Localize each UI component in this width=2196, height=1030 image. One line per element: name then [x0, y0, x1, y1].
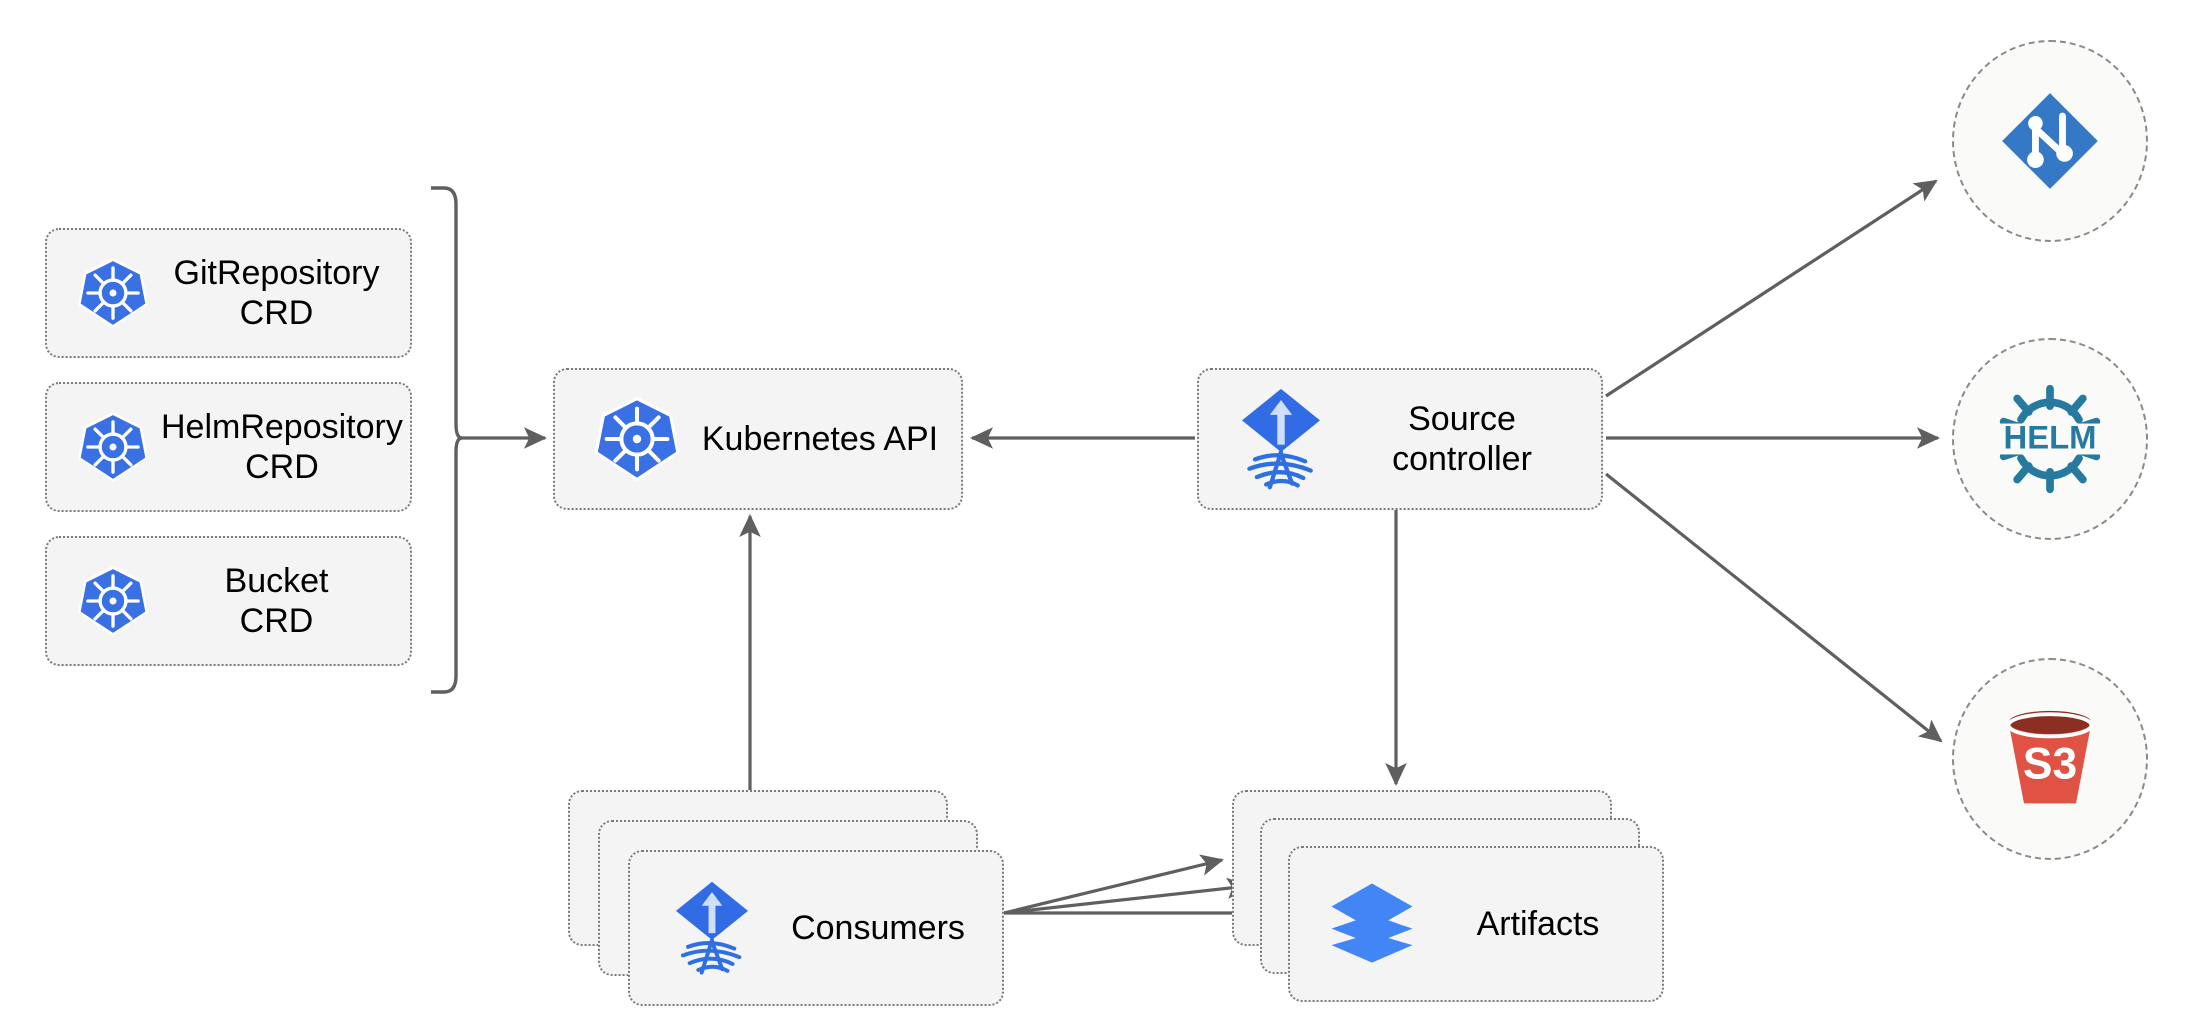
- endpoint-helm[interactable]: HELM: [1952, 338, 2148, 540]
- flux-icon: [1225, 387, 1337, 491]
- edge-consumers-to-artifacts-mid: [1003, 877, 1250, 915]
- crd-card-gitrepository[interactable]: GitRepository CRD: [45, 228, 412, 358]
- node-label: Kubernetes API: [701, 419, 939, 458]
- crd-card-bucket[interactable]: Bucket CRD: [45, 536, 412, 666]
- edge-consumers-to-artifacts-top: [1003, 854, 1224, 915]
- kubernetes-icon: [581, 393, 693, 485]
- node-label: Source controller: [1392, 399, 1532, 478]
- git-icon: [1998, 89, 2102, 193]
- endpoint-git[interactable]: [1952, 40, 2148, 242]
- s3-wordmark: S3: [2023, 739, 2077, 788]
- kubernetes-icon: [65, 255, 161, 331]
- s3-icon: S3: [1997, 703, 2103, 815]
- endpoint-s3[interactable]: S3: [1952, 658, 2148, 860]
- crd-label: HelmRepository CRD: [161, 407, 403, 486]
- crd-label: Bucket CRD: [224, 561, 329, 640]
- crd-card-helmrepository[interactable]: HelmRepository CRD: [45, 382, 412, 512]
- crd-group-bracket: [431, 186, 463, 694]
- helm-icon: HELM: [1992, 383, 2108, 495]
- edge-source-controller-to-s3: [1605, 472, 1943, 743]
- layers-icon: [1316, 878, 1428, 970]
- crd-label: GitRepository CRD: [173, 253, 380, 332]
- helm-wordmark: HELM: [2004, 419, 2097, 456]
- edge-source-controller-to-git: [1605, 179, 1938, 398]
- node-consumers[interactable]: Consumers: [628, 850, 1004, 1006]
- node-label: Artifacts: [1476, 904, 1600, 943]
- kubernetes-icon: [65, 563, 161, 639]
- node-kubernetes-api[interactable]: Kubernetes API: [553, 368, 963, 510]
- node-label: Consumers: [791, 908, 965, 947]
- kubernetes-icon: [65, 409, 161, 485]
- node-source-controller[interactable]: Source controller: [1197, 368, 1603, 510]
- node-artifacts[interactable]: Artifacts: [1288, 846, 1664, 1002]
- flux-icon: [656, 880, 768, 976]
